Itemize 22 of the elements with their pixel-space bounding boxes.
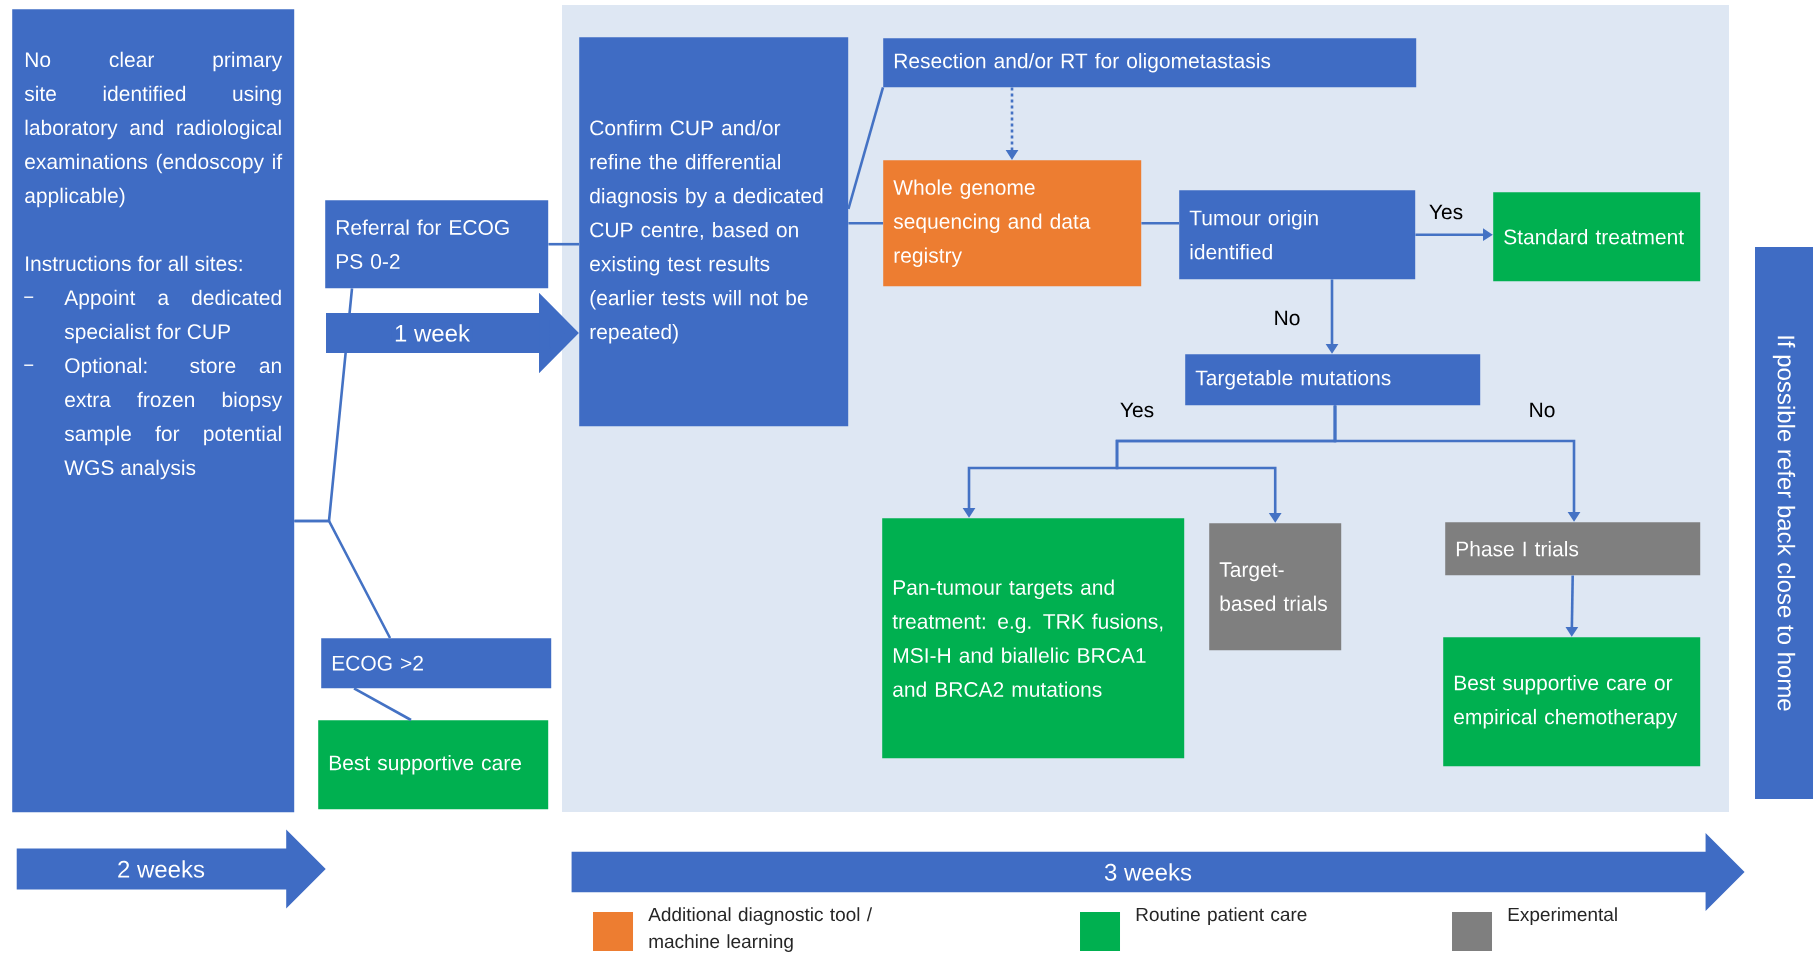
edge-label: 1 week [392, 322, 473, 344]
process-box: Tumour origin identified [1179, 190, 1416, 280]
process-box: Targetable mutations [1185, 354, 1481, 406]
process-box: Standard treatment [1493, 192, 1701, 282]
process-box: Whole genome sequencing and data registry [883, 160, 1142, 287]
process-box: ECOG >2 [321, 638, 552, 689]
process-box: Pan-tumour targets and treatment: e.g. TRK fusions, MSI-H and biallelic BRCA1 and BRCA2 mutations [882, 518, 1185, 759]
connector-line [848, 221, 883, 225]
process-box: Confirm CUP and/or refine the differential diagnosis by a dedicated CUP centre, based on existing test results (earlier tests will not be repeated) [579, 37, 849, 427]
process-box: No clear primary site identified using laboratory and radiological examinations (endoscopy if applicable) Instructions for all sites: Appoint a dedicated specialist for CUP Optional: store an extra frozen biopsy sample for potential WGS analysis [12, 9, 295, 813]
connector-line [1141, 221, 1179, 225]
side-banner: If possible refer back close to home [1755, 247, 1813, 799]
process-box: Best supportive care [318, 720, 549, 810]
connector-line [847, 87, 885, 210]
process-box: Resection and/or RT for oligometastasis [883, 38, 1417, 88]
connector-line [548, 242, 579, 246]
connector-line [294, 519, 392, 639]
process-box: Referral for ECOG PS 0-2 [325, 200, 549, 289]
process-box: Target-based trials [1209, 523, 1342, 651]
connector-line [353, 687, 412, 722]
process-box: Phase I trials [1445, 522, 1701, 576]
process-box: Best supportive care or empirical chemotherapy [1443, 637, 1701, 767]
